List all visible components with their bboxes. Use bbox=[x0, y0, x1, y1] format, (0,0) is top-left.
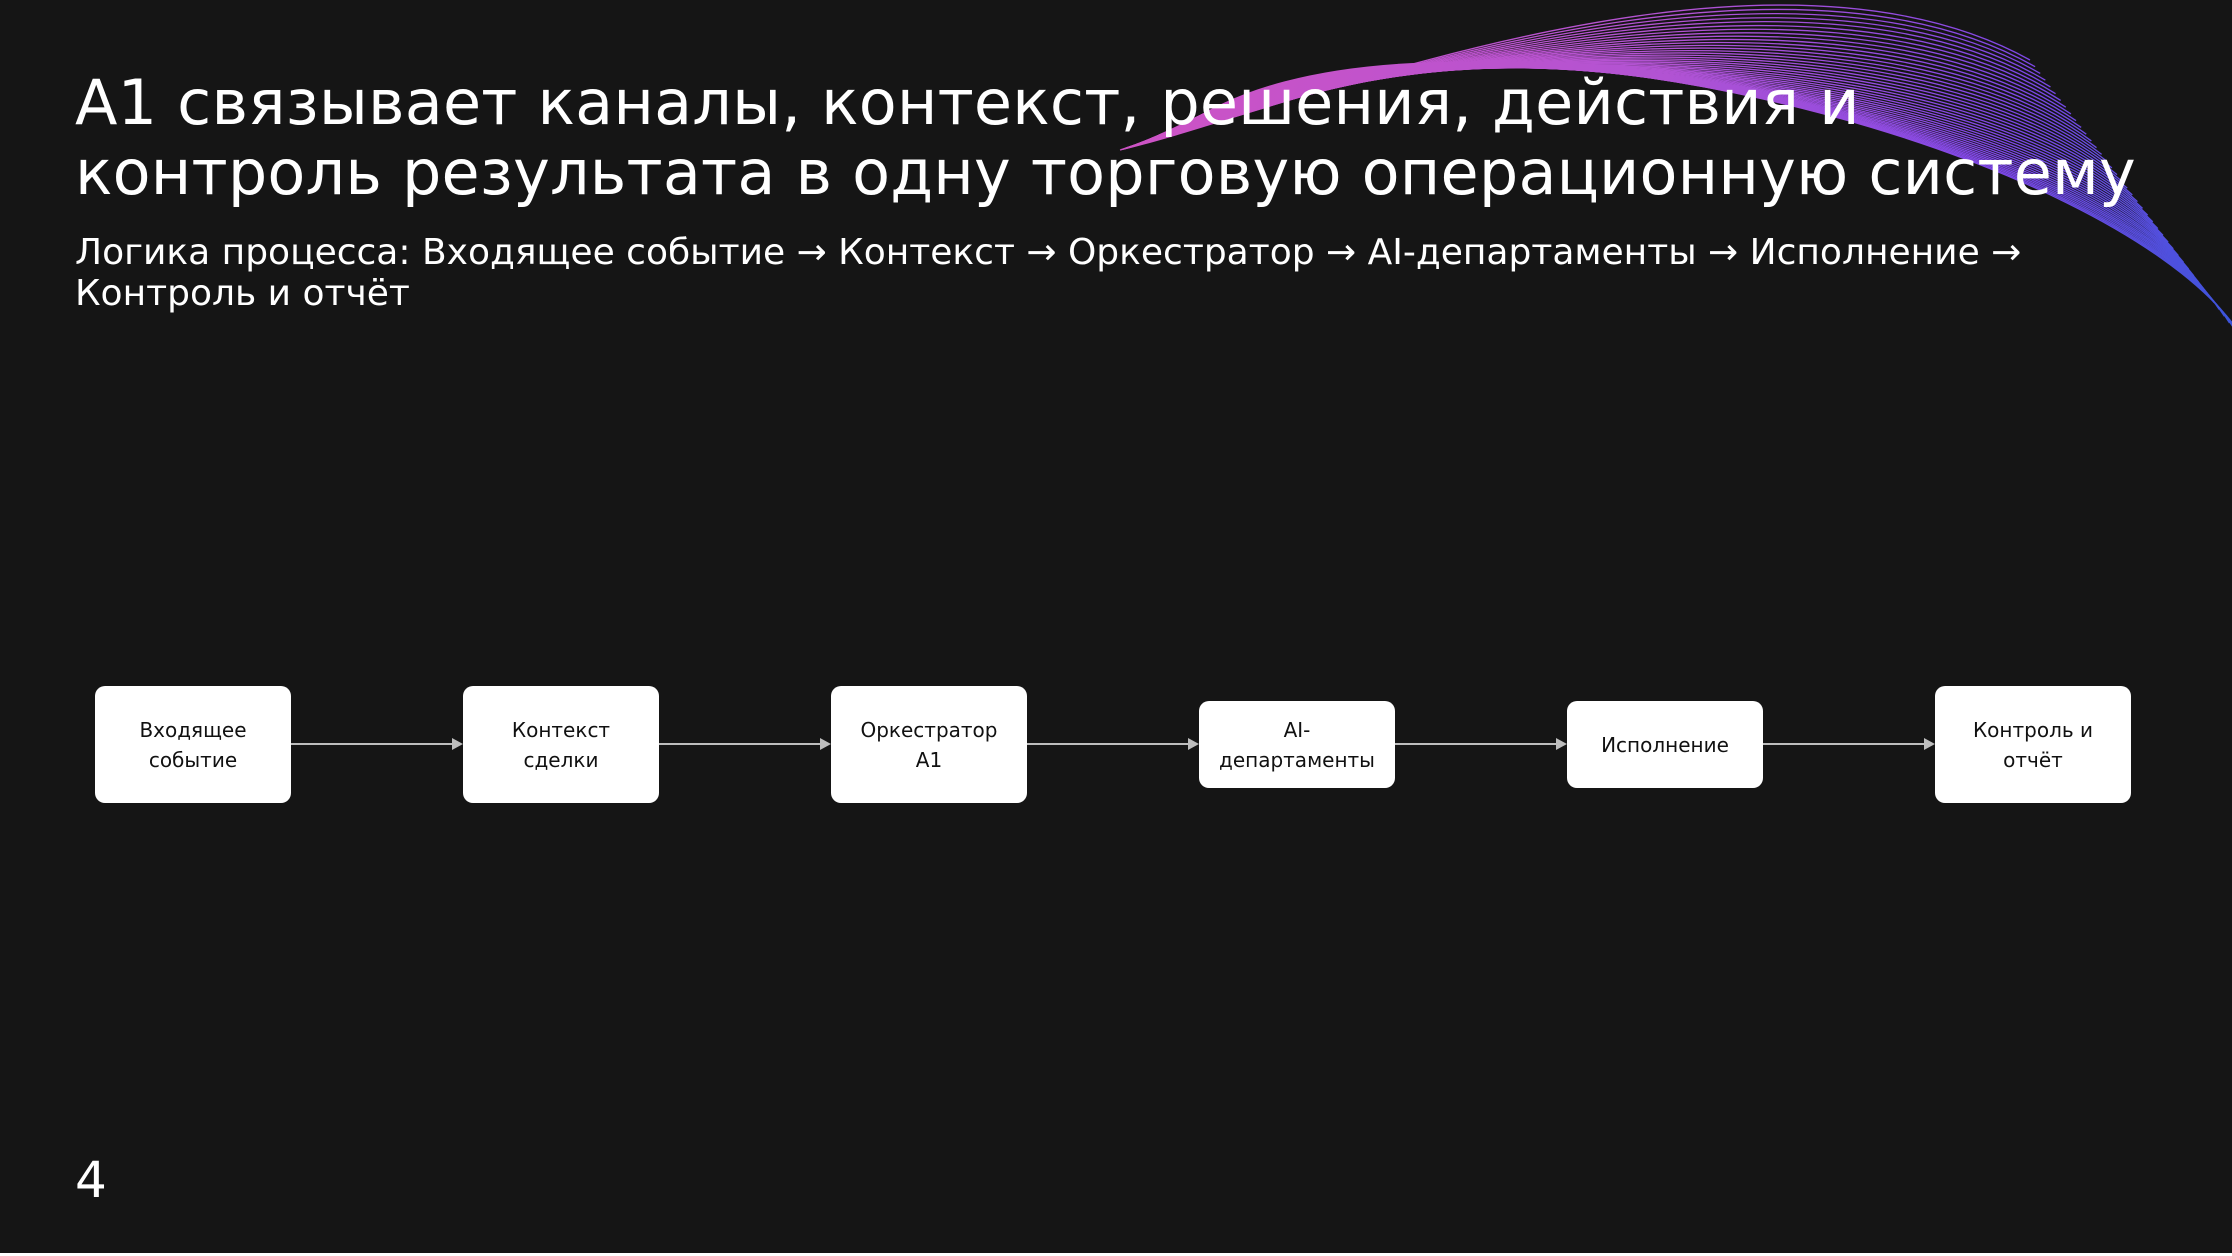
arrowhead-1-2 bbox=[452, 738, 463, 750]
flow-node-control-report: Контроль и отчёт bbox=[1935, 686, 2131, 803]
arrowhead-5-6 bbox=[1924, 738, 1935, 750]
flow-node-label: Контекст сделки bbox=[512, 715, 610, 775]
flow-node-label-line: Контекст bbox=[511, 717, 611, 742]
arrowhead-3-4 bbox=[1188, 738, 1199, 750]
wave-line bbox=[1137, 49, 2097, 149]
flow-node-incoming-event: Входящее событие bbox=[95, 686, 291, 803]
flow-node-label-line: A1 bbox=[915, 747, 943, 772]
wave-line bbox=[1142, 56, 2113, 169]
page-number: 4 bbox=[75, 1151, 107, 1209]
flow-node-label-line: Входящее bbox=[139, 717, 247, 742]
flow-node-label: Исполнение bbox=[1601, 730, 1729, 760]
flow-node-execution: Исполнение bbox=[1567, 701, 1763, 788]
wave-line bbox=[1162, 67, 2190, 270]
process-logic-subtitle: Логика процесса: Входящее событие → Конт… bbox=[75, 232, 2195, 314]
wave-line bbox=[1147, 62, 2133, 196]
wave-line bbox=[1158, 67, 2174, 250]
wave-line bbox=[1160, 67, 2179, 257]
flow-node-label-line: Оркестратор bbox=[860, 717, 998, 742]
flow-node-label-line: Контроль и bbox=[1972, 717, 2094, 742]
wave-line bbox=[1146, 61, 2128, 189]
flow-node-label: AI- департаменты bbox=[1219, 715, 1375, 775]
wave-line bbox=[1153, 65, 2154, 223]
wave-line bbox=[1136, 47, 2092, 146]
wave-line bbox=[1161, 67, 2184, 263]
subtitle-line-2: Контроль и отчёт bbox=[75, 273, 410, 314]
flow-node-orchestrator: Оркестратор A1 bbox=[831, 686, 1027, 803]
slide-title-line-1: A1 связывает каналы, контекст, решения, … bbox=[75, 66, 1860, 139]
slide-title-line-2: контроль результата в одну торговую опер… bbox=[75, 136, 2136, 209]
slide-title: A1 связывает каналы, контекст, решения, … bbox=[75, 68, 2195, 208]
flow-node-label-line: департаменты bbox=[1219, 747, 1375, 772]
flow-node-deal-context: Контекст сделки bbox=[463, 686, 659, 803]
wave-line bbox=[1157, 66, 2169, 243]
flow-node-label: Входящее событие bbox=[139, 715, 246, 775]
flow-node-label-line: событие bbox=[148, 747, 238, 772]
flow-node-label: Оркестратор A1 bbox=[860, 715, 997, 775]
flow-node-label: Контроль и отчёт bbox=[1973, 715, 2093, 775]
flow-node-label-line: отчёт bbox=[2003, 747, 2063, 772]
wave-line bbox=[1139, 52, 2103, 155]
wave-line bbox=[1179, 61, 2232, 325]
wave-line bbox=[1155, 66, 2164, 236]
wave-line bbox=[1133, 41, 2082, 146]
wave-line bbox=[1154, 66, 2159, 230]
wave-line bbox=[1135, 44, 2087, 146]
wave-line bbox=[1144, 59, 2123, 182]
wave-line bbox=[1150, 64, 2144, 209]
flow-node-label-line: AI- bbox=[1283, 717, 1311, 742]
wave-line bbox=[1164, 66, 2195, 277]
subtitle-line-1: Логика процесса: Входящее событие → Конт… bbox=[75, 232, 2022, 273]
wave-line bbox=[1140, 54, 2108, 162]
arrowhead-4-5 bbox=[1556, 738, 1567, 750]
wave-line bbox=[1151, 65, 2149, 216]
wave-line bbox=[1148, 63, 2138, 203]
flow-node-label-line: Исполнение bbox=[1601, 732, 1729, 757]
wave-line bbox=[1143, 58, 2118, 176]
arrowhead-2-3 bbox=[820, 738, 831, 750]
flow-node-ai-departments: AI- департаменты bbox=[1199, 701, 1395, 788]
flow-node-label-line: сделки bbox=[523, 747, 599, 772]
